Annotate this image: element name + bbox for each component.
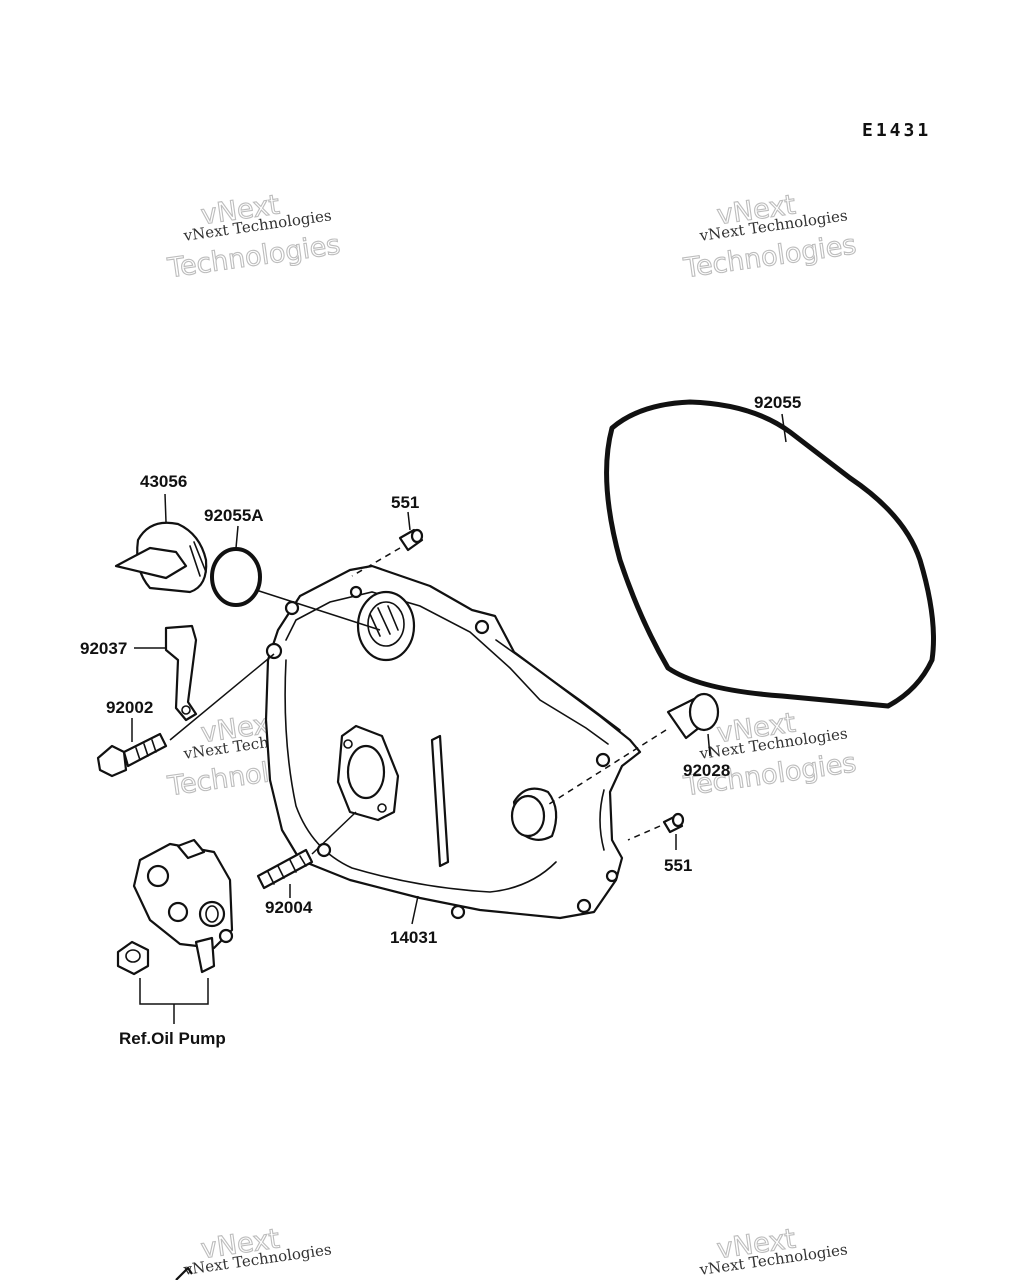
cropped-mark: [175, 1266, 193, 1280]
watermark-bottom-right: vNext vNext Technologies: [698, 1223, 849, 1279]
label-92037: 92037: [80, 639, 127, 658]
watermark-top-right: vNext vNext Technologies Technologies: [681, 189, 859, 285]
label-ref-oil-pump: Ref.Oil Pump: [119, 1029, 226, 1048]
o-ring-92055A: [210, 547, 262, 607]
label-92055: 92055: [754, 393, 801, 412]
nut-reference: [116, 940, 150, 976]
watermark-bottom-left: vNext vNext Technologies: [182, 1223, 333, 1279]
label-92055A: 92055A: [204, 506, 264, 525]
watermark-top-left: vNext vNext Technologies Technologies: [165, 189, 343, 285]
collar-92028: [666, 692, 720, 740]
oil-pump-reference: [132, 838, 234, 974]
label-92002: 92002: [106, 698, 153, 717]
label-92028: 92028: [683, 761, 730, 780]
gasket-92055: [604, 399, 936, 709]
engine-cover-14031: [264, 564, 642, 920]
clamp-92037: [164, 624, 198, 722]
bolt-92002: [96, 732, 168, 778]
label-551-right: 551: [664, 856, 692, 875]
label-14031: 14031: [390, 928, 437, 947]
dowel-pin-551-right: [662, 812, 685, 834]
label-43056: 43056: [140, 472, 187, 491]
diagram-code: E1431: [862, 120, 931, 141]
stud-92004: [256, 848, 314, 890]
label-551-top: 551: [391, 493, 419, 512]
label-92004: 92004: [265, 898, 313, 917]
dowel-pin-551-top: [398, 528, 424, 552]
oil-filler-cap-43056: [114, 521, 208, 594]
